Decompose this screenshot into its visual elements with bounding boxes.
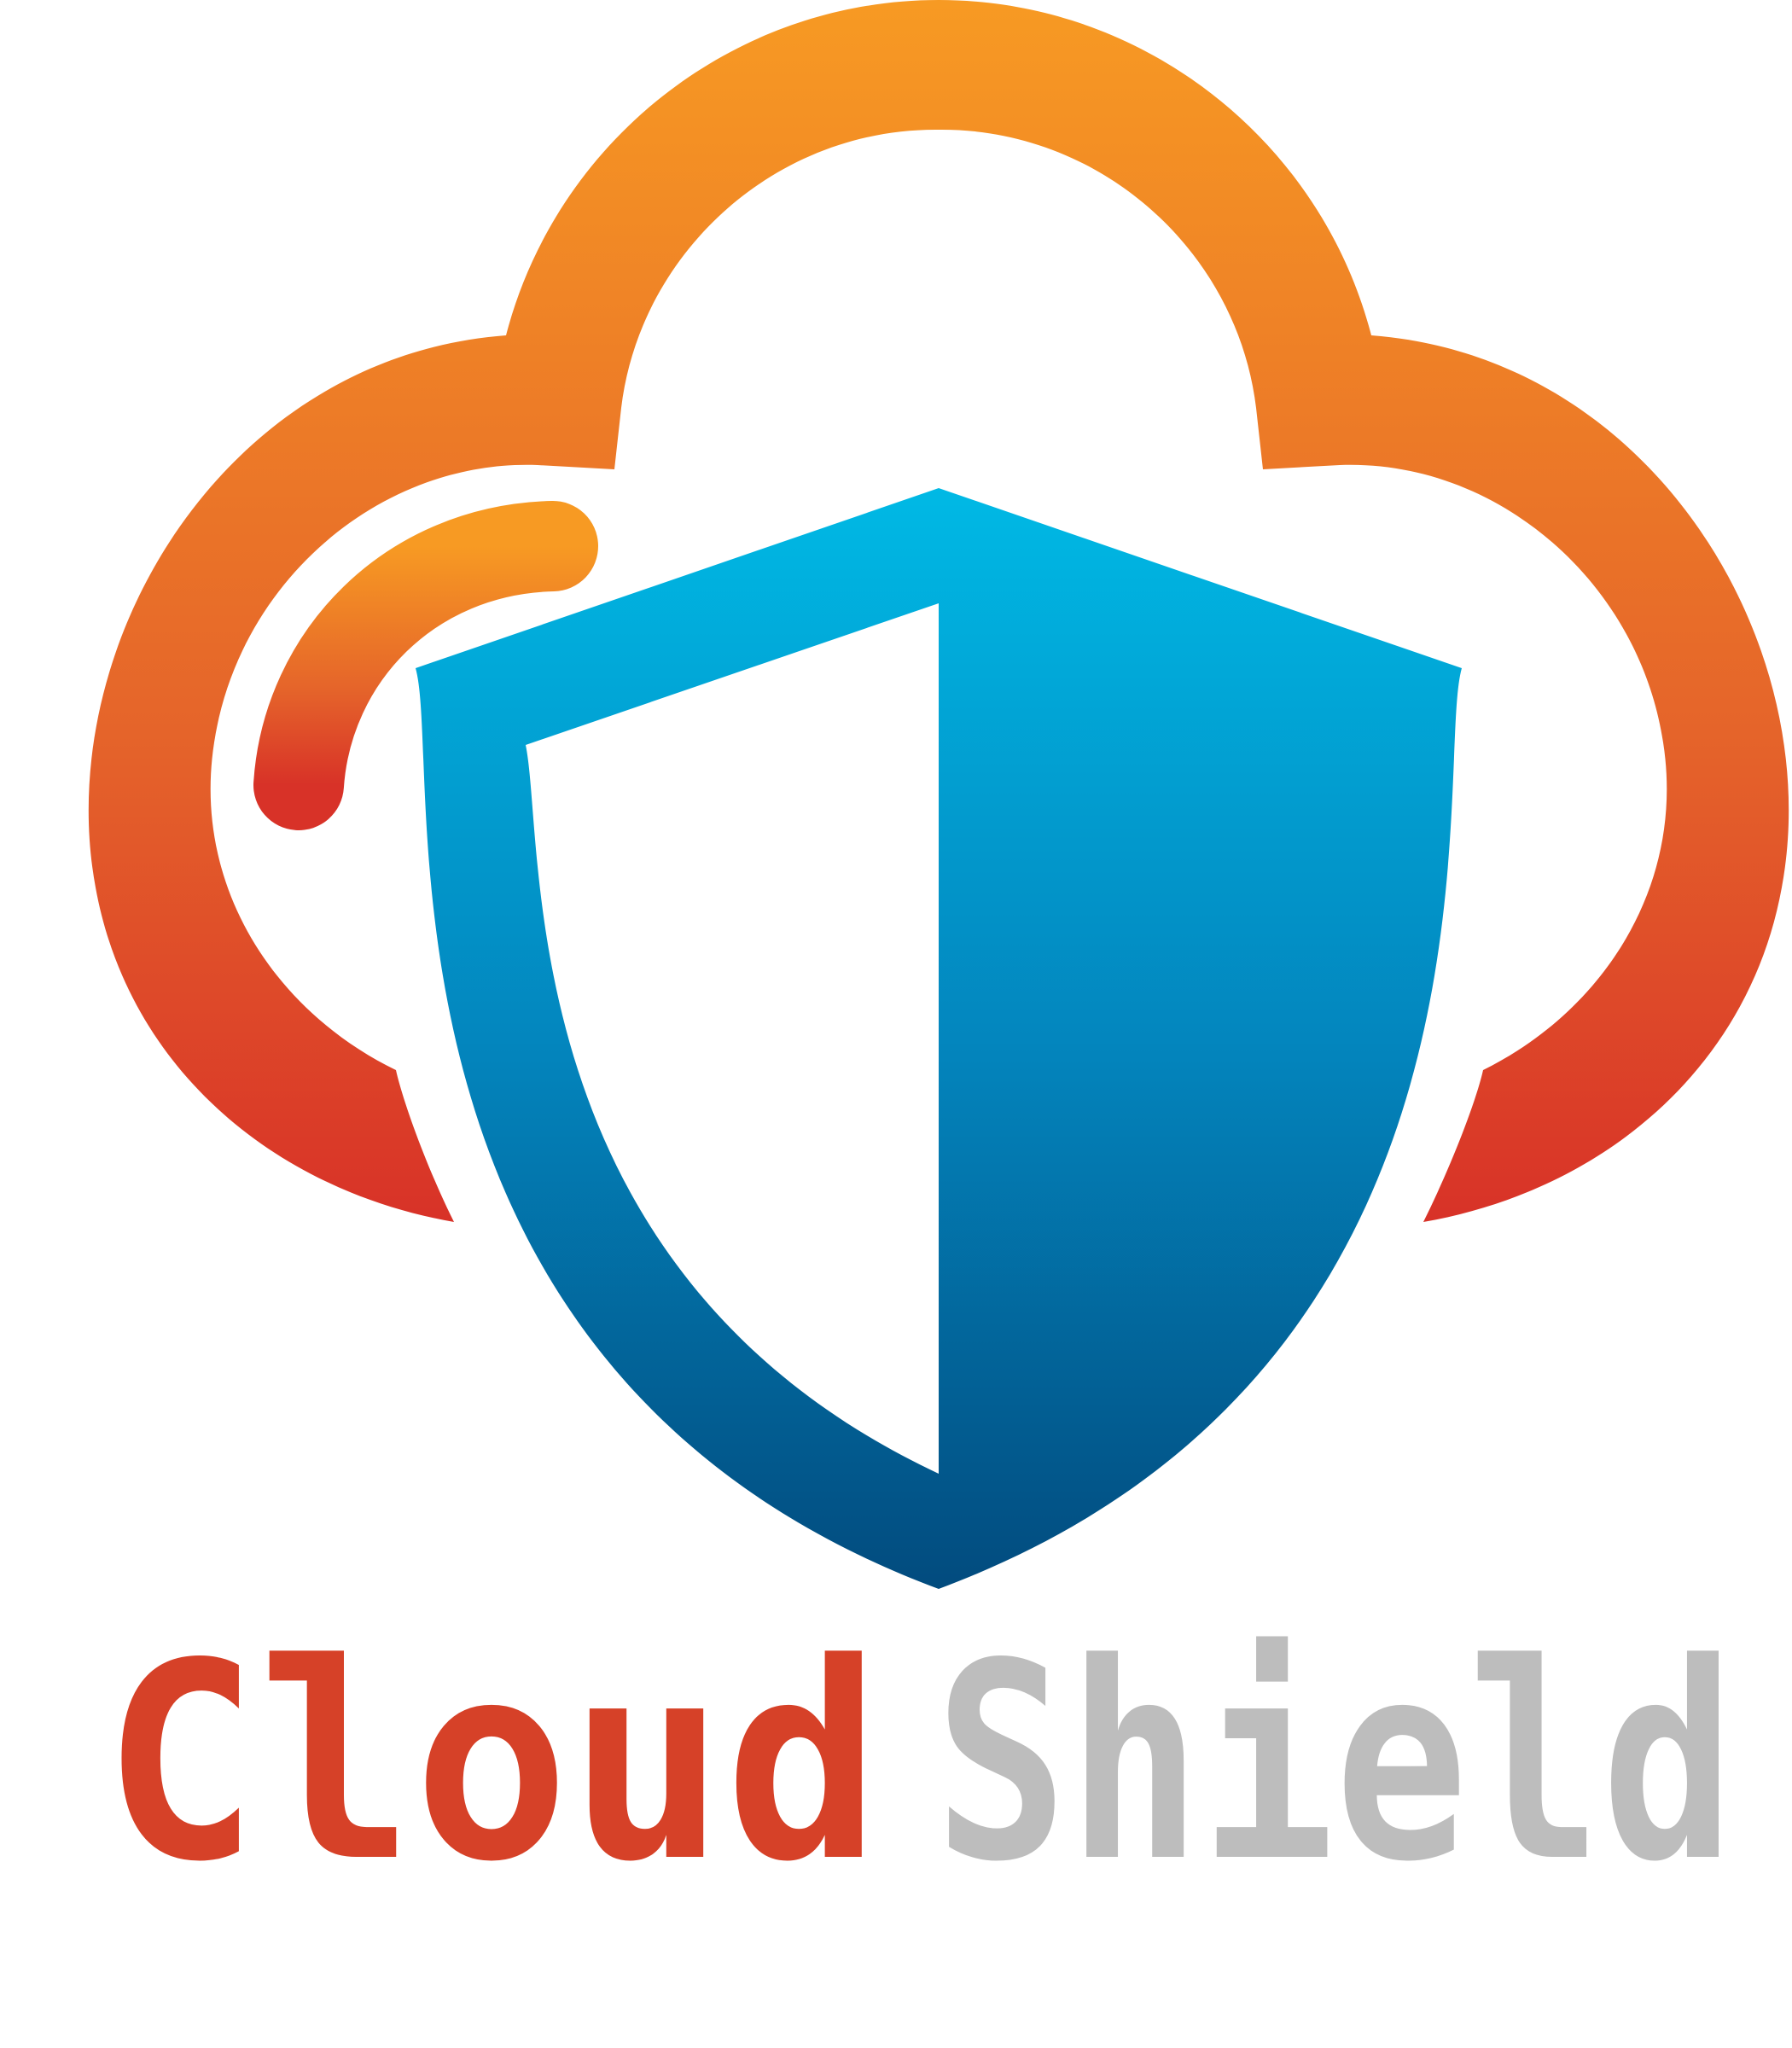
cloud-outline-icon (88, 0, 1789, 1222)
wifi-arc-icon (253, 501, 598, 830)
shield-inner-panel (526, 603, 939, 1474)
